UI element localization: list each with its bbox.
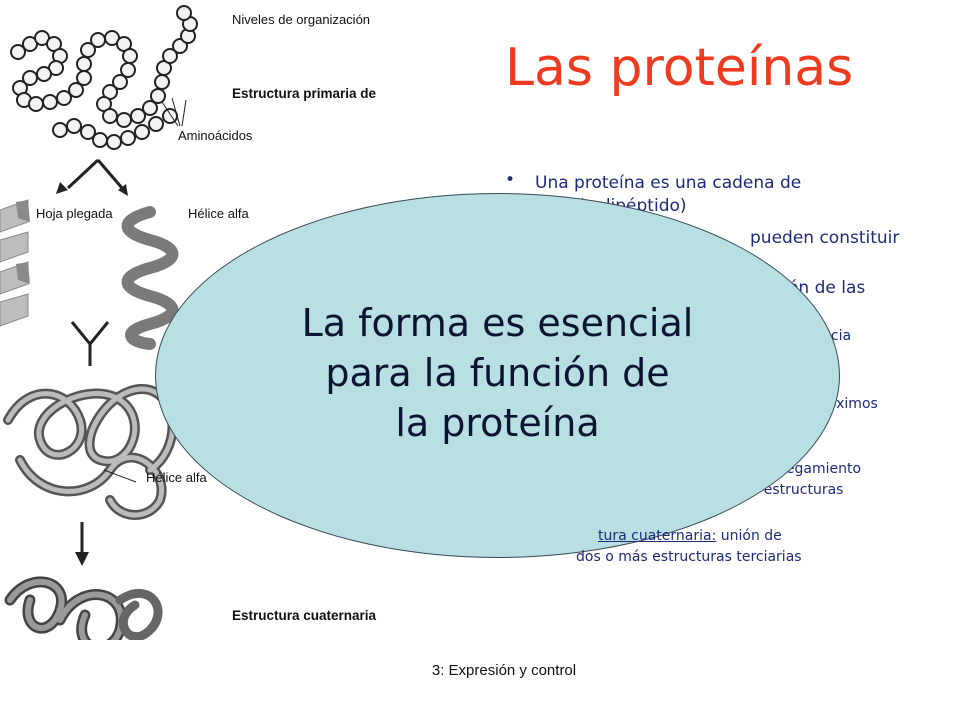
quaternary-term: tura cuaternaria: <box>598 528 717 544</box>
bullet-marker: • <box>505 170 516 190</box>
figure-header-label: Niveles de organización <box>232 12 371 27</box>
callout-text: La forma es esencial para la función de … <box>155 298 840 448</box>
bullet-line-9: tura cuaternaria: unión de <box>598 528 782 544</box>
bullet-line-8: s estructuras <box>752 482 844 498</box>
alpha-helix-label: Hélice alfa <box>188 206 249 221</box>
pleated-sheet-label: Hoja plegada <box>36 206 113 221</box>
bullet-line-6: óximos <box>828 396 878 412</box>
slide-title: Las proteínas <box>505 38 854 98</box>
callout-line-3: la proteína <box>395 401 600 445</box>
amino-acids-label: Aminoácidos <box>178 128 253 143</box>
callout-line-2: para la función de <box>325 351 670 395</box>
bullet-line-4: ón de las <box>788 278 866 298</box>
primary-structure-label: Estructura primaria de <box>232 86 377 101</box>
protein-structure-illustration <box>0 5 198 654</box>
bullet-line-3: pueden constituir <box>750 228 900 248</box>
protein-structure-figure: Niveles de organización Estructura prima… <box>0 0 410 654</box>
bullet-line-10: dos o más estructuras terciarias <box>576 549 802 565</box>
quaternary-definition: unión de <box>716 528 782 544</box>
callout-ellipse <box>155 193 840 558</box>
callout-line-1: La forma es esencial <box>301 301 694 345</box>
quaternary-structure-label: Estructura cuaternaria <box>232 608 377 623</box>
slide-footer: 3: Expresión y control <box>431 662 577 679</box>
bullet-line-7: legamiento <box>782 461 862 477</box>
bullet-line-1: Una proteína es una cadena de <box>535 173 802 193</box>
alpha-helix-label-2: Hélice alfa <box>146 470 207 485</box>
